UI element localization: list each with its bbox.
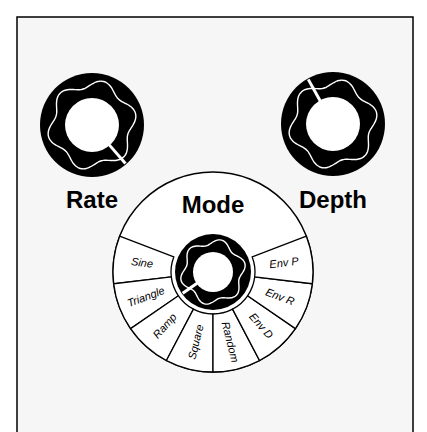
rotary-knob: Rate [38, 71, 146, 239]
knob-body [281, 72, 385, 176]
rotary-knob: Depth [279, 70, 387, 238]
knob-cap [306, 97, 360, 151]
knob-body [40, 73, 144, 177]
segment-wedge [248, 277, 313, 329]
segment-wedge [166, 309, 213, 372]
panel-outline [17, 17, 413, 432]
segment-wedge [113, 236, 174, 284]
knob-pointer [183, 283, 198, 293]
mode-selector: ModeSineTriangleRampSquareRandomEnv DEnv… [113, 172, 313, 372]
knob-pointer [109, 145, 125, 164]
knob-drawing [279, 70, 387, 178]
knob-grip-line [289, 80, 377, 168]
knob-drawing [38, 71, 146, 179]
knob-pointer [308, 79, 320, 101]
knob-cap [193, 252, 233, 292]
knob-grip-line [181, 240, 245, 304]
mode-dial-outline [113, 172, 313, 372]
control-label: Mode [182, 193, 245, 217]
knob-grip-line [48, 81, 136, 169]
segment-wedge [252, 236, 313, 284]
knob-cap [65, 98, 119, 152]
knob-body [175, 234, 251, 310]
control-label: Depth [299, 188, 367, 212]
control-label: Rate [66, 188, 118, 212]
